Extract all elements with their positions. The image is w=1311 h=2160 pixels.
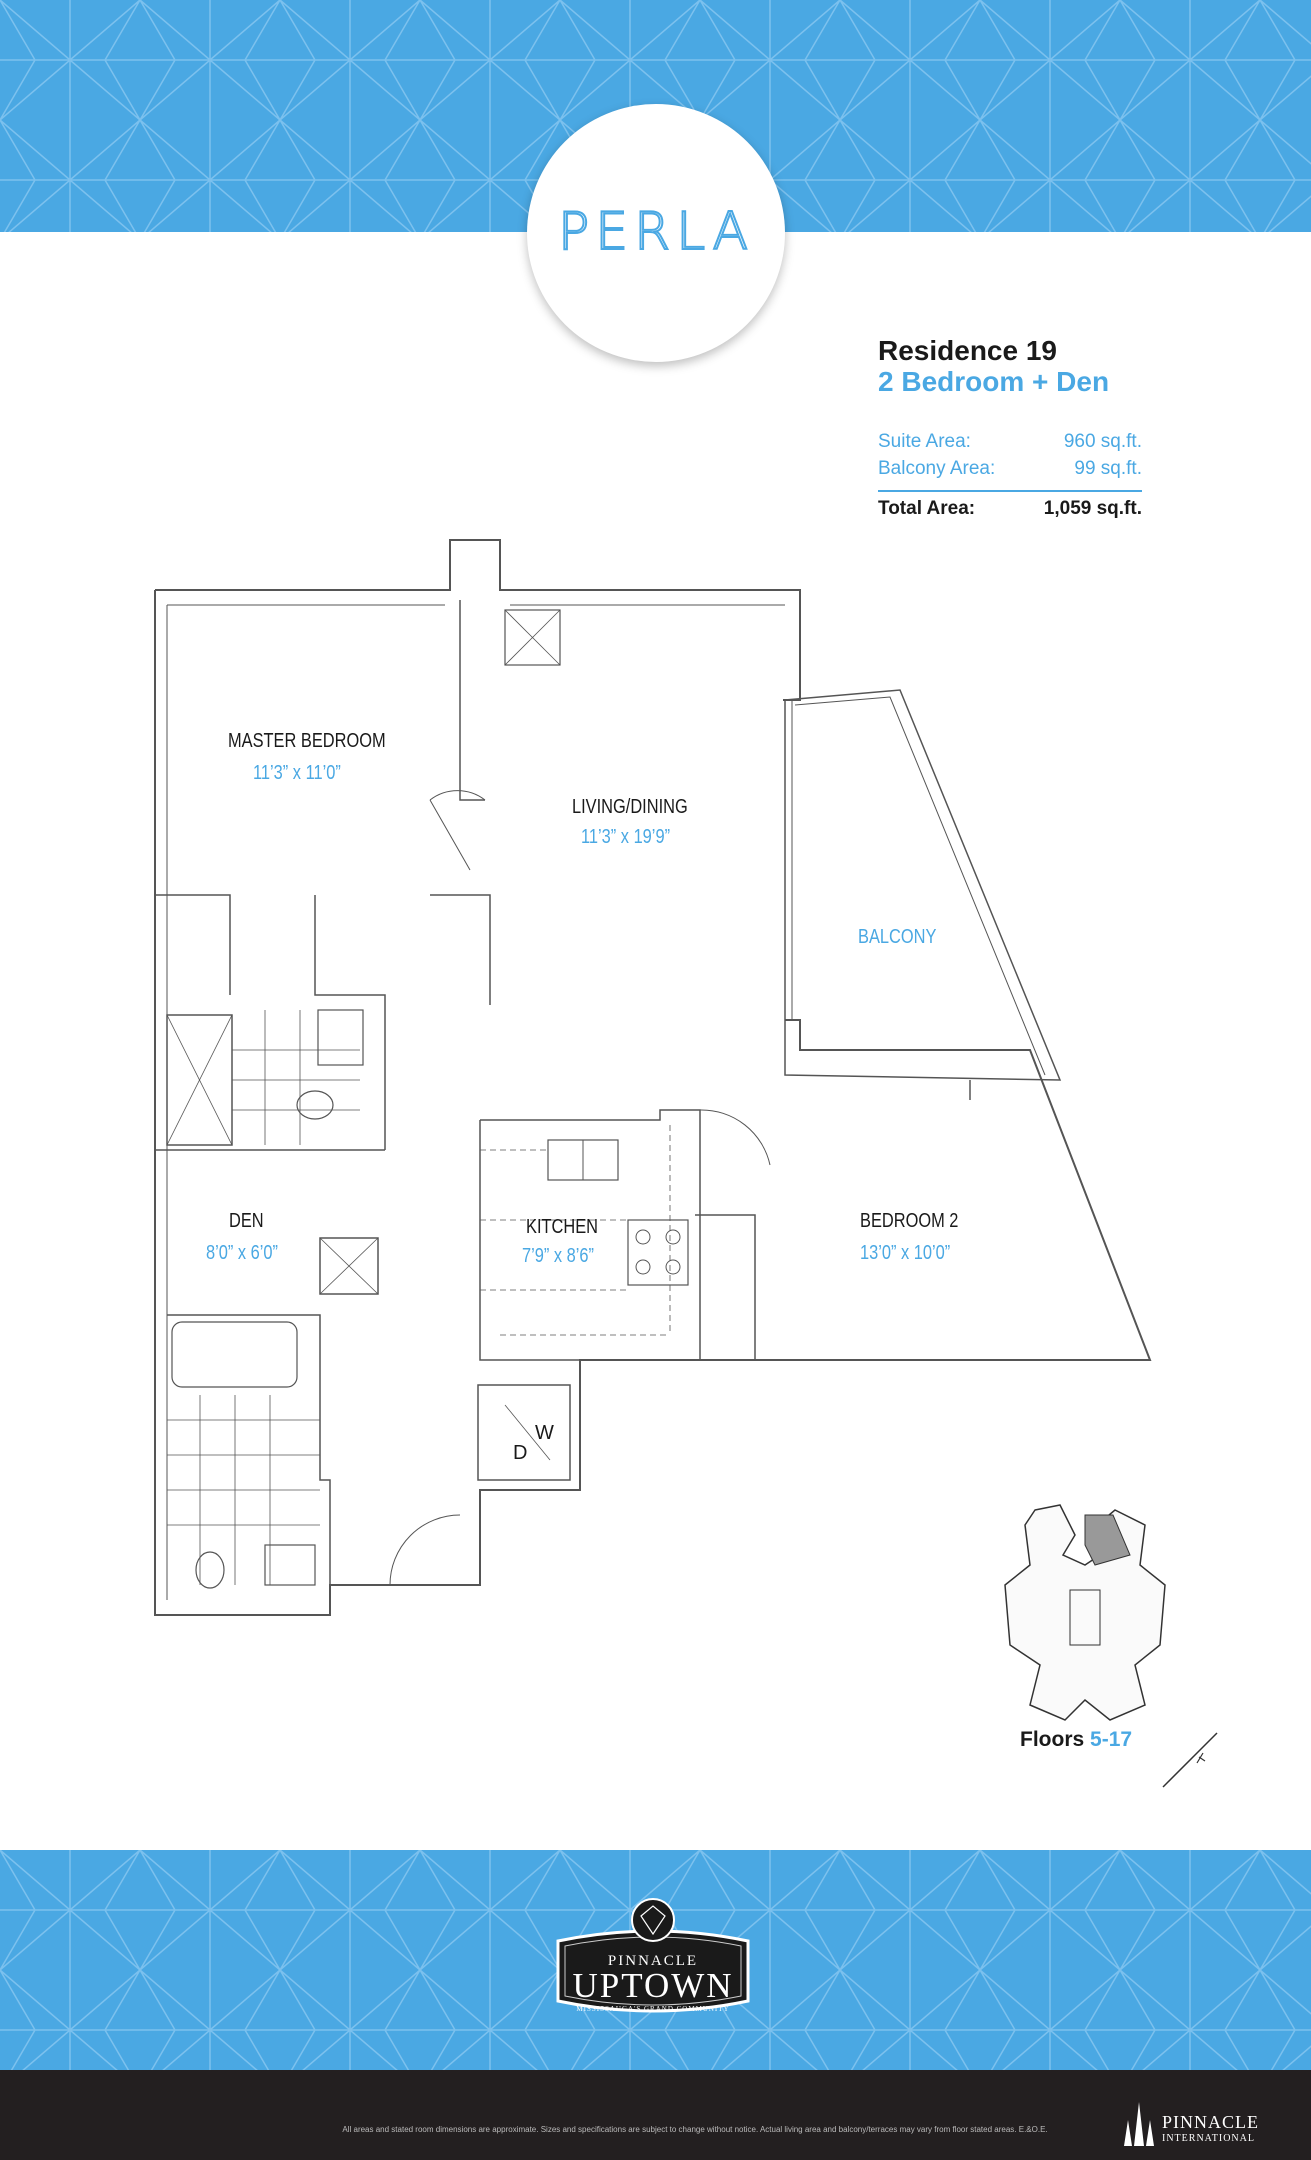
- dryer-label: D: [513, 1442, 528, 1464]
- floors-range: 5-17: [1090, 1728, 1133, 1751]
- total-area-label: Total Area:: [878, 498, 976, 519]
- floors-label: Floors: [1020, 1728, 1085, 1751]
- suite-area-label: Suite Area:: [878, 431, 971, 452]
- uptown-tagline: MISSISSAUGA'S GRAND COMMUNITY: [576, 2005, 730, 2013]
- company-name: PINNACLE: [1162, 2112, 1259, 2132]
- suite-area-value: 960 sq.ft.: [1063, 431, 1142, 452]
- uptown-line2: UPTOWN: [572, 1966, 734, 2005]
- plan-outer-wall-2: [154, 590, 1152, 1616]
- room-den-name: DEN: [229, 1210, 264, 1232]
- divider: [878, 490, 1142, 492]
- floors-indicator: Floors 5-17: [1020, 1728, 1132, 1752]
- key-plan-icon: [1004, 1504, 1166, 1721]
- uptown-line1: PINNACLE: [607, 1953, 699, 1969]
- room-master-bedroom-name: MASTER BEDROOM: [228, 730, 386, 752]
- floor-plan: [154, 539, 1152, 1616]
- room-kitchen-name: KITCHEN: [526, 1216, 598, 1238]
- north-arrow-icon: [1162, 1732, 1218, 1788]
- perla-wordmark: PERLA: [557, 201, 755, 263]
- room-living-name: LIVING/DINING: [572, 796, 688, 818]
- residence-subtitle: 2 Bedroom + Den: [878, 366, 1110, 397]
- room-living-dim: 11’3” x 19’9”: [581, 826, 671, 848]
- room-bedroom2-name: BEDROOM 2: [860, 1210, 959, 1232]
- company-sub: INTERNATIONAL: [1162, 2133, 1255, 2144]
- balcony-area-value: 99 sq.ft.: [1074, 458, 1142, 479]
- pinnacle-uptown-logo: [556, 1898, 750, 2013]
- plan-balcony: [784, 689, 1062, 1081]
- room-kitchen-dim: 7’9” x 8’6”: [522, 1245, 595, 1267]
- total-area-value: 1,059 sq.ft.: [1043, 498, 1142, 519]
- plan-outer-wall: [155, 539, 801, 701]
- pinnacle-building-icon: [1124, 2102, 1154, 2146]
- balcony-area-label: Balcony Area:: [878, 458, 996, 479]
- residence-title: Residence 19: [878, 335, 1057, 366]
- footer: [0, 2070, 1311, 2160]
- room-den-dim: 8’0” x 6’0”: [206, 1242, 279, 1264]
- room-master-bedroom-dim: 11’3” x 11’0”: [253, 762, 341, 784]
- washer-label: W: [535, 1422, 554, 1444]
- disclaimer: All areas and stated room dimensions are…: [342, 2125, 1048, 2134]
- perla-logo: PERLA: [527, 104, 785, 362]
- room-balcony-name: BALCONY: [858, 926, 937, 948]
- room-bedroom2-dim: 13’0” x 10’0”: [860, 1242, 951, 1264]
